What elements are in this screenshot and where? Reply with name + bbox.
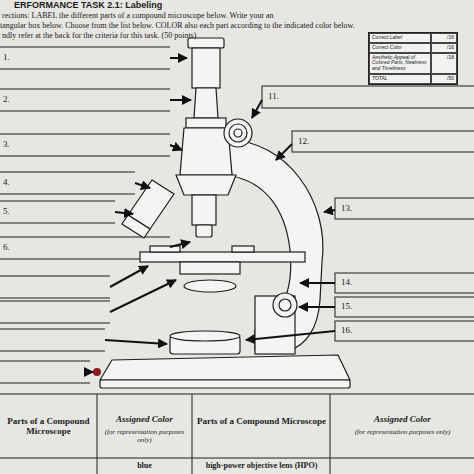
condenser bbox=[180, 262, 240, 274]
table-header: Parts of a Compound Microscope bbox=[2, 416, 95, 437]
leader-arrow bbox=[170, 145, 182, 150]
callout-number: 2. bbox=[3, 94, 23, 104]
answer-box bbox=[292, 131, 474, 152]
tube-collar bbox=[186, 118, 226, 128]
stage-clip bbox=[150, 246, 180, 252]
stage-clip bbox=[232, 246, 254, 252]
light-source-top bbox=[170, 331, 240, 341]
red-mark bbox=[93, 368, 101, 376]
callout-number: 6. bbox=[3, 242, 23, 252]
answer-line bbox=[0, 329, 105, 351]
leader-arrow bbox=[276, 144, 292, 160]
callout-number: 1. bbox=[3, 52, 23, 62]
score-criterion: Correct Color bbox=[369, 43, 431, 53]
score-value: /18 bbox=[431, 53, 457, 74]
leader-arrow bbox=[300, 282, 335, 284]
answer-line bbox=[0, 201, 115, 223]
table-cell: high-power objective lens (HPO) bbox=[195, 461, 328, 470]
table-note: (for representation purposes only) bbox=[99, 428, 190, 444]
direction-text: tangular box below. Choose from the list… bbox=[0, 21, 472, 30]
callout-number: 5. bbox=[3, 206, 23, 216]
callout-number: 11. bbox=[268, 91, 294, 101]
table-note: (for representation purposes only) bbox=[333, 428, 472, 436]
leader-arrow bbox=[105, 340, 167, 344]
revolving-nosepiece bbox=[176, 175, 236, 195]
callout-number: 13. bbox=[341, 203, 367, 213]
callout-number: 15. bbox=[341, 301, 367, 311]
leader-arrow bbox=[110, 280, 176, 312]
table-rule bbox=[0, 394, 474, 458]
microscope-base-foot bbox=[100, 380, 350, 388]
body-tube bbox=[194, 88, 218, 118]
eyepiece bbox=[192, 48, 220, 88]
score-criterion: TOTAL bbox=[369, 74, 431, 84]
answer-box bbox=[335, 273, 474, 293]
answer-line bbox=[0, 89, 170, 111]
leader-arrows bbox=[90, 58, 335, 372]
microscope-drawing bbox=[100, 38, 350, 388]
answer-line bbox=[0, 301, 110, 323]
color-table bbox=[0, 394, 474, 474]
leader-arrow bbox=[135, 183, 150, 188]
coarse-adjustment-knob bbox=[224, 119, 252, 147]
score-value: /50 bbox=[431, 74, 457, 84]
answer-line bbox=[0, 47, 170, 69]
leader-arrow bbox=[170, 242, 190, 247]
answer-box bbox=[335, 297, 474, 317]
leader-arrow bbox=[115, 212, 133, 214]
microscope-base bbox=[100, 355, 350, 380]
leader-arrow bbox=[299, 306, 335, 308]
answer-box bbox=[262, 86, 474, 108]
answer-line bbox=[0, 134, 170, 156]
coarse-adjustment-knob-ring bbox=[229, 124, 247, 142]
center-objective bbox=[192, 195, 216, 225]
table-header: Assigned Color bbox=[333, 414, 472, 424]
callout-number: 12. bbox=[298, 136, 324, 146]
score-criterion: Correct Label bbox=[369, 33, 431, 43]
callout-number: 16. bbox=[341, 325, 367, 335]
leader-arrow bbox=[170, 57, 187, 59]
leader-arrow bbox=[110, 266, 148, 287]
answer-box bbox=[335, 198, 474, 219]
direction-text: ndly refer at the back for the criteria … bbox=[2, 31, 362, 40]
fine-adjustment-knob-center bbox=[279, 299, 291, 311]
score-value: /16 bbox=[431, 43, 457, 53]
diaphragm bbox=[184, 280, 236, 292]
score-criterion: Aesthetic Appeal of Colored Parts, Neatn… bbox=[369, 53, 431, 74]
callout-number: 4. bbox=[3, 177, 23, 187]
answer-rows bbox=[0, 47, 474, 383]
score-box: Correct Label/16Correct Color/16Aestheti… bbox=[368, 32, 458, 85]
coarse-adjustment-knob-center bbox=[234, 129, 242, 137]
stage bbox=[140, 252, 305, 262]
objective-tip bbox=[122, 215, 150, 238]
objective-lens bbox=[196, 225, 212, 237]
leader-arrow bbox=[90, 371, 93, 373]
leader-arrow bbox=[246, 331, 335, 340]
table-cell: blue bbox=[99, 461, 190, 470]
answer-line bbox=[0, 172, 135, 194]
leader-arrow bbox=[252, 100, 262, 118]
worksheet-title: ERFORMANCE TASK 2.1: Labeling bbox=[14, 0, 162, 10]
answer-box bbox=[335, 321, 474, 341]
callout-number: 3. bbox=[3, 139, 23, 149]
answer-line bbox=[0, 276, 110, 298]
score-value: /16 bbox=[431, 33, 457, 43]
fine-adjustment-knob bbox=[273, 293, 297, 317]
callout-number: 14. bbox=[341, 277, 367, 287]
table-header: Assigned Color bbox=[99, 414, 190, 424]
table-rule bbox=[97, 394, 330, 474]
leader-arrow bbox=[170, 99, 191, 101]
leader-arrow bbox=[324, 210, 335, 212]
direction-text: rections: LABEL the different parts of a… bbox=[2, 11, 470, 20]
answer-line bbox=[0, 361, 90, 383]
table-header: Parts of a Compound Microscope bbox=[195, 416, 328, 426]
